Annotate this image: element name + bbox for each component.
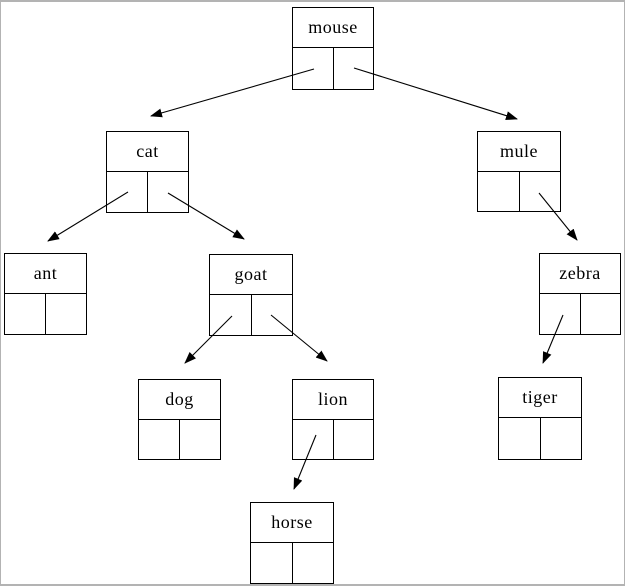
tree-node-lion: lion [292,379,374,460]
tree-node-horse: horse [250,502,334,584]
pointer-cells [210,295,292,335]
pointer-cells [540,294,620,334]
pointer-cells [139,420,220,459]
left-pointer-cell [293,420,334,459]
left-pointer-cell [210,295,252,335]
node-label: ant [5,254,86,294]
tree-node-cat: cat [106,131,189,213]
tree-node-mule: mule [477,131,561,212]
pointer-cells [251,543,333,583]
left-pointer-cell [293,48,334,89]
node-label: tiger [499,378,581,418]
node-label: dog [139,380,220,420]
right-pointer-cell [46,294,86,334]
right-pointer-cell [148,172,188,212]
left-pointer-cell [251,543,293,583]
pointer-cells [293,420,373,459]
node-label: goat [210,255,292,295]
node-label: lion [293,380,373,420]
tree-node-ant: ant [4,253,87,335]
pointer-cells [478,172,560,211]
tree-node-mouse: mouse [292,7,374,90]
tree-node-tiger: tiger [498,377,582,460]
tree-node-goat: goat [209,254,293,336]
node-label: mouse [293,8,373,48]
left-pointer-cell [478,172,520,211]
right-pointer-cell [520,172,561,211]
right-pointer-cell [180,420,220,459]
tree-node-zebra: zebra [539,253,621,335]
right-pointer-cell [581,294,621,334]
node-label: cat [107,132,188,172]
pointer-cells [5,294,86,334]
right-pointer-cell [541,418,582,459]
node-label: horse [251,503,333,543]
left-pointer-cell [107,172,148,212]
pointer-cells [499,418,581,459]
node-label: mule [478,132,560,172]
left-pointer-cell [5,294,46,334]
right-pointer-cell [293,543,334,583]
tree-node-dog: dog [138,379,221,460]
node-label: zebra [540,254,620,294]
right-pointer-cell [334,420,374,459]
pointer-cells [293,48,373,89]
left-pointer-cell [540,294,581,334]
pointer-cells [107,172,188,212]
left-pointer-cell [499,418,541,459]
left-pointer-cell [139,420,180,459]
right-pointer-cell [252,295,293,335]
right-pointer-cell [334,48,374,89]
